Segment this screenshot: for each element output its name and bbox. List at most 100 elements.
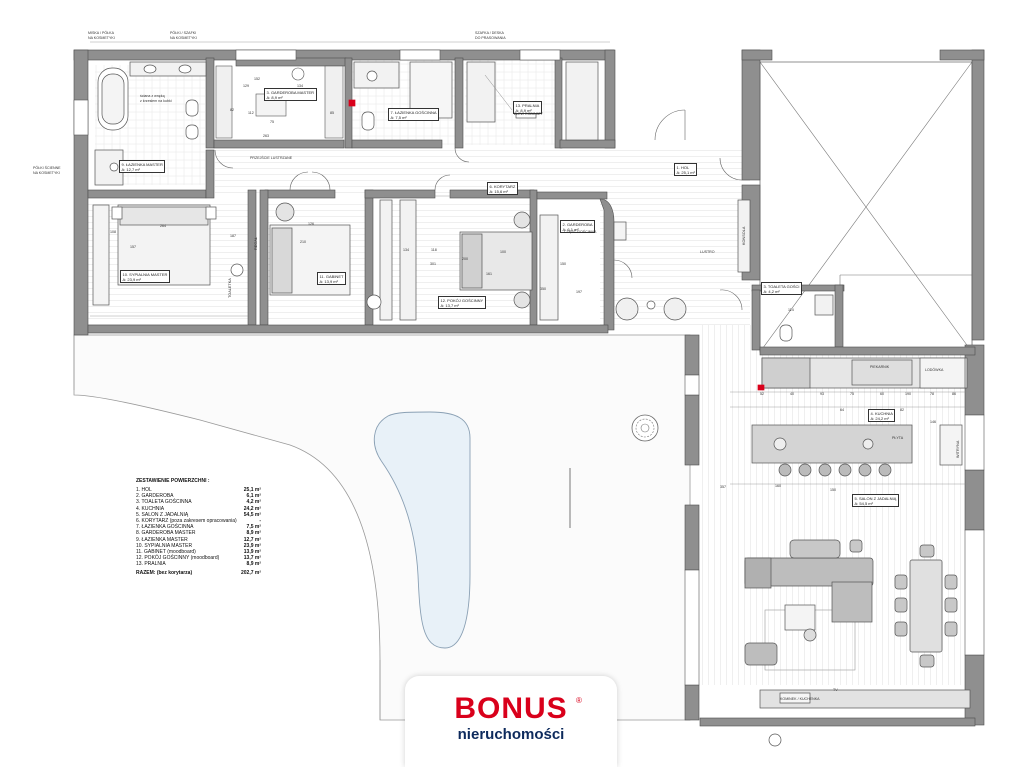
bonus-logo: BONUS ® nieruchomości bbox=[405, 676, 617, 767]
note-mirror-shelf: PÓŁKI / SZAFKI NA KOSMETYKI bbox=[170, 31, 197, 40]
dimension-label: 263 bbox=[263, 134, 269, 138]
area-row-value: 13,7 m² bbox=[243, 555, 261, 562]
area-row-value: 8,9 m² bbox=[246, 561, 261, 568]
dimension-label: 150 bbox=[830, 488, 836, 492]
tree-icon bbox=[631, 414, 659, 442]
logo-subtitle: nieruchomości bbox=[457, 726, 565, 743]
note-przedpokoj: PIEKARNIK bbox=[870, 365, 890, 369]
dimension-label: 157 bbox=[130, 245, 136, 249]
area-row-value: 6,1 m² bbox=[246, 493, 261, 500]
dimension-label: 210 bbox=[300, 240, 306, 244]
area-row-name: 6. KORYTARZ (poza zakresem opracowania) bbox=[136, 517, 237, 524]
kitchen-furniture bbox=[751, 357, 968, 477]
walls bbox=[73, 49, 985, 727]
note-makeup-top: MISKA / PÓŁKA NA KOSMETYKI bbox=[88, 31, 115, 40]
dimension-label: 82 bbox=[230, 108, 234, 112]
area-row: 11. GABINET (moodboard)13,9 m² bbox=[136, 549, 261, 555]
note-ironing: SZAFKA / DESKA DO PRASOWANIA bbox=[475, 31, 506, 40]
dimension-label: 357 bbox=[720, 485, 726, 489]
dining-table bbox=[909, 559, 943, 653]
dimension-label: 85 bbox=[330, 111, 334, 115]
area-row-name: 10. SYPIALNIA MASTER bbox=[136, 542, 193, 549]
dimension-label: 114 bbox=[788, 308, 794, 312]
dimension-label: 86 bbox=[952, 392, 956, 396]
dimension-label: 78 bbox=[930, 392, 934, 396]
logo-registered-mark: ® bbox=[576, 696, 582, 705]
area-row-value: 23,9 m² bbox=[243, 542, 261, 549]
dimension-label: 152 bbox=[254, 77, 260, 81]
dimension-label: 93 bbox=[820, 392, 824, 396]
dimension-label: 64 bbox=[840, 408, 844, 412]
note-witryna: WITRYNA bbox=[956, 440, 960, 458]
area-row-name: 12. POKÓJ GOŚCINNY (moodboard) bbox=[136, 555, 220, 562]
note-toaletka: TOALETKA bbox=[228, 278, 232, 298]
logo-brand: BONUS bbox=[454, 692, 568, 725]
area-row: 2. GARDEROBA 6,1 m² bbox=[136, 493, 261, 499]
windows bbox=[73, 49, 985, 686]
guest-toilet-fixtures bbox=[779, 294, 834, 342]
note-niche-left: PÓŁKI ŚCIENNE NA KOSMETYKI bbox=[33, 166, 61, 175]
guest-room-furniture bbox=[399, 199, 559, 321]
dimension-label: 112 bbox=[248, 111, 254, 115]
total-value: 202,7 m² bbox=[240, 570, 261, 577]
dimension-label: 350 bbox=[540, 287, 546, 291]
note-cupboard: ZLEW ROBOCZY bbox=[514, 112, 543, 116]
dimension-label: 134 bbox=[403, 248, 409, 252]
area-summary-title: ZESTAWIENIE POWIERZCHNI : bbox=[136, 478, 210, 484]
area-row: 13. PRALNIA 8,9 m² bbox=[136, 561, 261, 567]
dimension-label: 75 bbox=[850, 392, 854, 396]
dimension-label: 264 bbox=[160, 224, 166, 228]
dimension-label: 75 bbox=[270, 120, 274, 124]
dimension-label: 100 bbox=[500, 250, 506, 254]
dimension-label: 200 bbox=[462, 257, 468, 261]
dimension-label: 146 bbox=[930, 420, 936, 424]
area-row-name: 9. ŁAZIENKA MASTER bbox=[136, 536, 188, 543]
area-row-value: 12,7 m² bbox=[243, 536, 261, 543]
toilet bbox=[185, 99, 199, 117]
area-row: 10. SYPIALNIA MASTER 23,9 m² bbox=[136, 543, 261, 549]
area-row-value: 25,1 m² bbox=[243, 487, 261, 493]
note-wall: ściana z wnęką z krzesłem na kubki bbox=[140, 94, 172, 103]
area-row: 6. KORYTARZ (poza zakresem opracowania)- bbox=[136, 518, 261, 524]
area-row-value: 24,2 m² bbox=[243, 505, 261, 512]
area-row-name: 5. SALON Z JADALNIĄ bbox=[136, 511, 189, 518]
area-row-name: 2. GARDEROBA bbox=[136, 493, 174, 500]
note-lustro: LUSTRO bbox=[700, 250, 715, 254]
note-tv: TV bbox=[833, 688, 838, 692]
area-row-value: 13,9 m² bbox=[243, 548, 261, 555]
dimension-label: 126 bbox=[308, 222, 314, 226]
dimension-label: 160 bbox=[775, 484, 781, 488]
dimension-label: 40 bbox=[790, 392, 794, 396]
area-summary-total: RAZEM: (bez korytarza) 202,7 m² bbox=[136, 570, 261, 576]
dimension-label: 129 bbox=[243, 84, 249, 88]
master-bathroom-fixtures bbox=[94, 61, 207, 186]
area-row-name: 8. GARDEROBA MASTER bbox=[136, 530, 196, 537]
area-row-name: 3. TOALETA GOŚCINNA bbox=[136, 499, 192, 506]
dimension-label: 190 bbox=[905, 392, 911, 396]
area-row-value: 54,5 m² bbox=[243, 511, 261, 518]
area-row-name: 4. KUCHNIA bbox=[136, 505, 165, 512]
area-row: 5. SALON Z JADALNIĄ 54,5 m² bbox=[136, 512, 261, 518]
hall-furniture bbox=[613, 199, 751, 321]
area-row-name: 13. PRALNIA bbox=[136, 561, 166, 568]
dimension-label: 301 bbox=[430, 262, 436, 266]
area-row: 12. POKÓJ GOŚCINNY (moodboard) 13,7 m² bbox=[136, 555, 261, 561]
